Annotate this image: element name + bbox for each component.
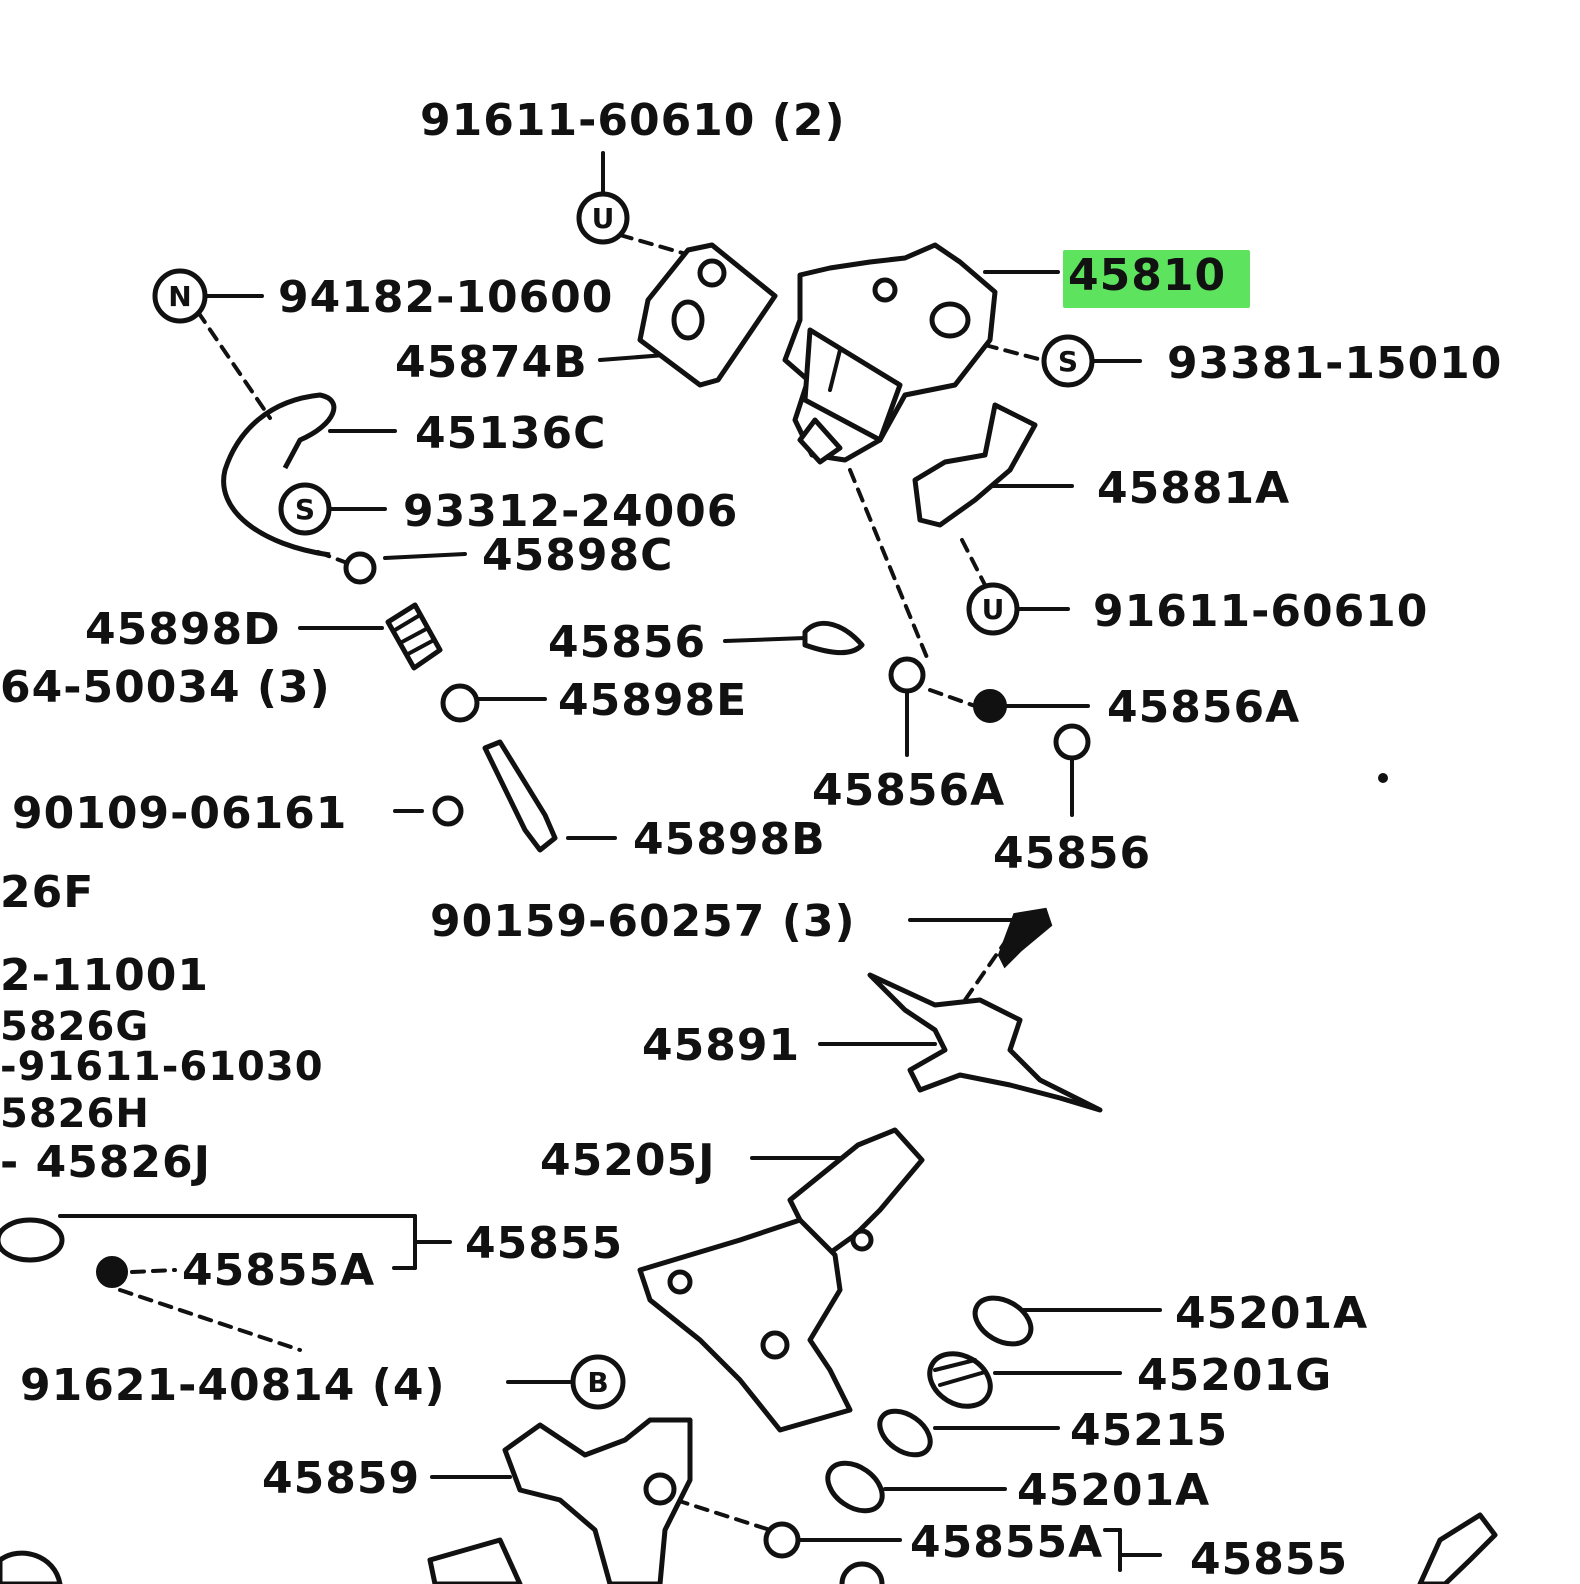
highlight-45810 — [1063, 250, 1250, 308]
svg-text:N: N — [168, 280, 191, 313]
label-45898c[interactable]: 45898C — [482, 530, 673, 581]
label-91621-40814-4[interactable]: 91621-40814 (4) — [20, 1360, 446, 1411]
label-45136c[interactable]: 45136C — [415, 408, 606, 459]
label-91611-60610[interactable]: 91611-60610 — [1093, 586, 1428, 637]
label-45855a-upper[interactable]: 45855A — [182, 1245, 375, 1296]
badge-s-right-icon: S — [1041, 334, 1095, 388]
arm-45898b — [482, 739, 558, 853]
label-26f[interactable]: 26F — [0, 867, 94, 918]
label-45881a[interactable]: 45881A — [1097, 463, 1290, 514]
plate-45874b — [637, 242, 778, 388]
part-labels: 91611-60610 (2) 45810 94182-10600 45874B… — [0, 95, 1502, 1584]
label-45856a-right[interactable]: 45856A — [1107, 682, 1300, 733]
bracket-45891 — [867, 972, 1103, 1113]
part-drawings — [0, 242, 1498, 1584]
label-90109-06161[interactable]: 90109-06161 — [12, 788, 347, 839]
label-45201g[interactable]: 45201G — [1137, 1350, 1332, 1401]
label-45810[interactable]: 45810 — [1068, 250, 1226, 301]
bracket-45881a — [912, 402, 1038, 528]
label-93381-15010[interactable]: 93381-15010 — [1167, 338, 1502, 389]
label-45201a-upper[interactable]: 45201A — [1175, 1288, 1368, 1339]
label-45898d[interactable]: 45898D — [85, 604, 281, 655]
label-91611-61030[interactable]: -91611-61030 — [0, 1044, 324, 1090]
svg-text:B: B — [587, 1366, 608, 1399]
label-45874b[interactable]: 45874B — [395, 337, 588, 388]
ring-45215 — [877, 1408, 933, 1458]
label-45855-upper[interactable]: 45855 — [465, 1218, 623, 1269]
label-93312-24006[interactable]: 93312-24006 — [403, 486, 738, 537]
label-45891[interactable]: 45891 — [642, 1020, 800, 1071]
label-45856-right[interactable]: 45856 — [993, 828, 1151, 879]
label-2-11001[interactable]: 2-11001 — [0, 950, 209, 1001]
label-45859[interactable]: 45859 — [262, 1453, 420, 1504]
label-45856-top[interactable]: 45856 — [548, 617, 706, 668]
label-45856a-mid[interactable]: 45856A — [812, 765, 1005, 816]
badges: U N S S U B — [152, 191, 1095, 1410]
svg-text:S: S — [295, 493, 315, 526]
label-91611-60610-2[interactable]: 91611-60610 (2) — [420, 95, 846, 146]
ring-45201a-upper — [972, 1295, 1034, 1347]
label-45855-lower[interactable]: 45855 — [1190, 1534, 1348, 1584]
label-5826h[interactable]: 5826H — [0, 1091, 150, 1137]
shaft-45205j — [787, 1127, 925, 1263]
badge-s-left-icon: S — [278, 482, 332, 536]
bracket-45859 — [502, 1417, 693, 1584]
badge-u-top-icon: U — [576, 191, 630, 245]
badge-n-icon: N — [152, 268, 208, 324]
label-5826g[interactable]: 5826G — [0, 1004, 149, 1050]
label-45855a-lower[interactable]: 45855A — [910, 1517, 1103, 1568]
label-64-50034-3[interactable]: 64-50034 (3) — [0, 662, 331, 713]
label-94182-10600[interactable]: 94182-10600 — [278, 272, 613, 323]
label-45898b[interactable]: 45898B — [633, 814, 826, 865]
badge-u-right-icon: U — [966, 582, 1020, 636]
badge-b-icon: B — [570, 1354, 626, 1410]
wire-45136c — [221, 392, 337, 558]
label-90159-60257-3[interactable]: 90159-60257 (3) — [430, 896, 856, 947]
svg-text:U: U — [592, 202, 615, 235]
svg-text:U: U — [982, 593, 1005, 626]
label-45205j[interactable]: 45205J — [540, 1135, 715, 1186]
svg-text:S: S — [1058, 345, 1078, 378]
label-45215[interactable]: 45215 — [1070, 1405, 1228, 1456]
label-45201a-lower[interactable]: 45201A — [1017, 1465, 1210, 1516]
label-45898e[interactable]: 45898E — [558, 675, 747, 726]
label-45826j[interactable]: - 45826J — [0, 1137, 211, 1188]
ring-45201a-lower — [825, 1460, 885, 1514]
